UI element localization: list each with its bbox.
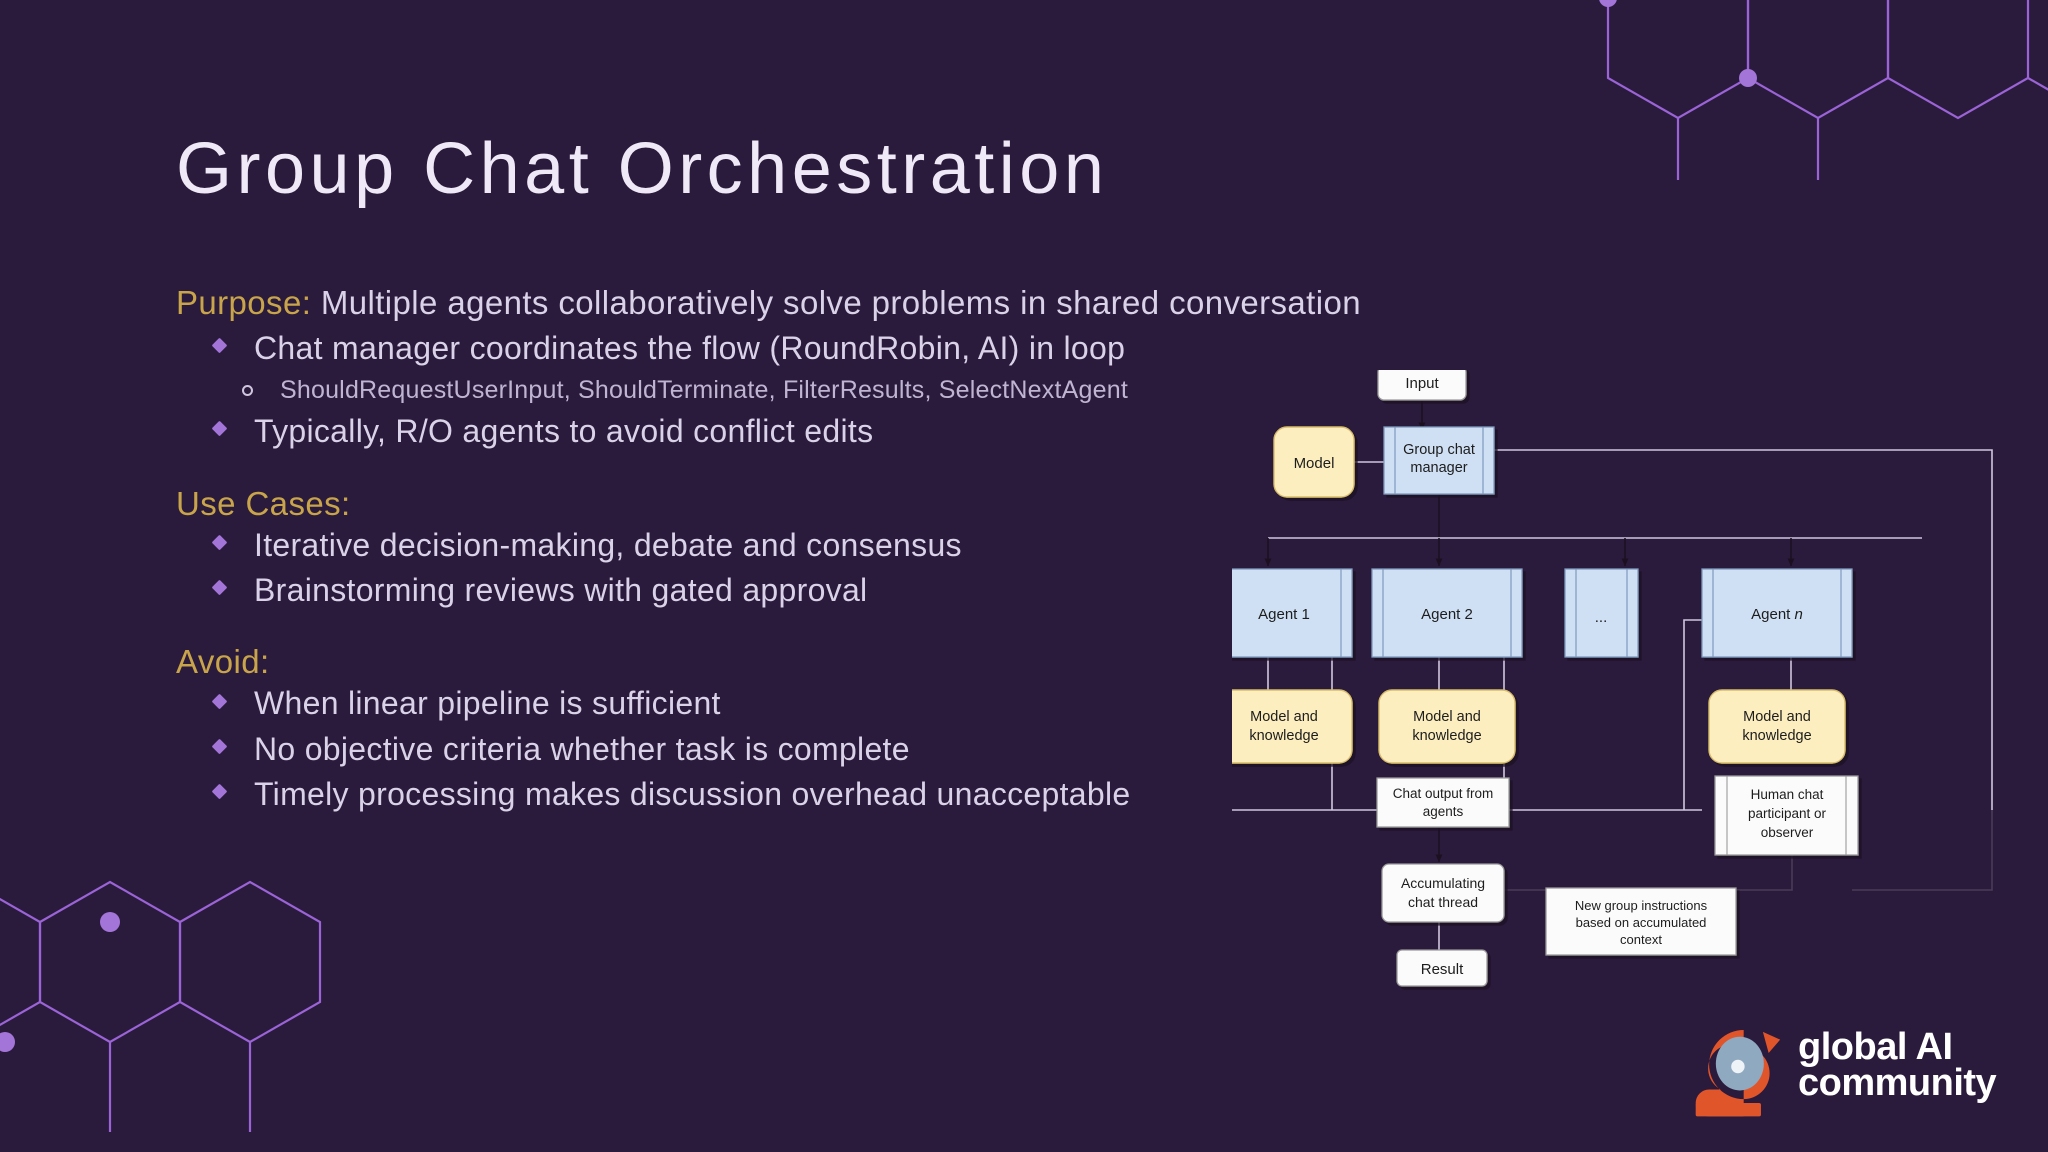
ngi-line2: based on accumulated (1576, 915, 1707, 930)
avoid-label: Avoid: (176, 643, 270, 681)
diagram-node-group-chat-manager: Group chat manager (1383, 426, 1495, 495)
mk1-line2: knowledge (1249, 728, 1318, 744)
list-item: Chat manager coordinates the flow (Round… (210, 326, 1356, 371)
human-line2: participant or (1748, 806, 1827, 821)
circle-bullet-icon (242, 384, 253, 396)
agent-n-prefix: Agent (1751, 606, 1794, 623)
diagram-label-ellipsis: ... (1595, 609, 1608, 626)
list-item: Timely processing makes discussion overh… (210, 772, 1356, 817)
diagram-label-agent-n: Agent n (1751, 606, 1803, 623)
diagram-label-manager-line1: Group chat (1403, 442, 1475, 458)
mkn-line2: knowledge (1742, 728, 1811, 744)
list-item-label: Timely processing makes discussion overh… (254, 776, 1131, 813)
hexagon-dot (1599, 0, 1617, 7)
spacer (176, 613, 1356, 643)
agent-n-suffix: n (1795, 606, 1803, 623)
purpose-label: Purpose: (176, 284, 312, 321)
diagram-label-agent-2: Agent 2 (1421, 606, 1473, 623)
ngi-line1: New group instructions (1575, 898, 1708, 913)
global-ai-community-logo: global AI community (1688, 1024, 2008, 1134)
diagram-node-human-participant: Human chat participant or observer (1714, 775, 1859, 856)
diagram-label-model: Model (1294, 455, 1335, 472)
use-cases-bullet-list: Iterative decision-making, debate and co… (176, 523, 1356, 614)
human-line3: observer (1761, 825, 1814, 840)
diagram-node-model-knowledge-1: Model and knowledge (1232, 689, 1353, 764)
diamond-bullet-icon (211, 534, 228, 550)
purpose-line: Purpose: Multiple agents collaboratively… (176, 282, 1361, 324)
list-item-label: ShouldRequestUserInput, ShouldTerminate,… (280, 375, 1128, 404)
diamond-bullet-icon (211, 338, 228, 354)
diagram-node-input: Input (1377, 370, 1467, 401)
logo-wordmark: global AI community (1798, 1028, 1997, 1104)
diamond-bullet-icon (211, 784, 228, 800)
list-item: Brainstorming reviews with gated approva… (210, 568, 1356, 613)
diagram-label-manager-line2: manager (1410, 460, 1467, 476)
mk2-line2: knowledge (1412, 728, 1481, 744)
diagram-node-agent-2: Agent 2 (1371, 568, 1523, 658)
hexagon-dot (0, 1032, 15, 1052)
hexagon-dot (1739, 69, 1757, 87)
diagram-label-result: Result (1421, 961, 1464, 978)
chat-output-line1: Chat output from (1393, 786, 1494, 801)
list-item: Iterative decision-making, debate and co… (210, 523, 1356, 568)
ngi-line3: context (1620, 932, 1662, 947)
diamond-bullet-icon (211, 693, 228, 709)
list-item: ShouldRequestUserInput, ShouldTerminate,… (236, 372, 1356, 410)
mk2-line1: Model and (1413, 709, 1481, 725)
hexagon-decoration-bottom-left (0, 880, 322, 1132)
hexagon-decoration-top-right (1599, 0, 2048, 180)
diagram-node-ellipsis: ... (1564, 568, 1639, 658)
spacer (176, 455, 1356, 485)
diagram-node-agent-n: Agent n (1701, 568, 1853, 658)
list-item-label: Brainstorming reviews with gated approva… (254, 572, 868, 609)
list-item-label: No objective criteria whether task is co… (254, 730, 910, 767)
page-title: Group Chat Orchestration (176, 129, 1109, 209)
diagram-node-model-knowledge-n: Model and knowledge (1708, 689, 1846, 764)
diagram-node-model-knowledge-2: Model and knowledge (1378, 689, 1516, 764)
list-item: No objective criteria whether task is co… (210, 727, 1356, 772)
list-item-label: Iterative decision-making, debate and co… (254, 526, 962, 563)
use-cases-label: Use Cases: (176, 484, 351, 522)
list-item: Typically, R/O agents to avoid conflict … (210, 409, 1356, 454)
purpose-text: Multiple agents collaboratively solve pr… (311, 284, 1361, 321)
chat-output-line2: agents (1423, 804, 1464, 819)
diagram-label-input: Input (1405, 375, 1439, 392)
diagram-svg: Input Model Group chat manager Agent 1 (1232, 370, 1993, 987)
group-chat-architecture-diagram: Input Model Group chat manager Agent 1 (1232, 370, 2032, 1010)
mkn-line1: Model and (1743, 709, 1811, 725)
global-ai-community-mark-icon (1695, 1030, 1781, 1117)
diagram-label-agent-1: Agent 1 (1258, 606, 1310, 623)
purpose-bullet-list-2: Typically, R/O agents to avoid conflict … (176, 409, 1356, 454)
human-line1: Human chat (1751, 787, 1824, 802)
slide-body: Purpose: Multiple agents collaboratively… (176, 282, 1361, 818)
diagram-node-chat-output: Chat output from agents (1376, 777, 1510, 828)
diagram-node-result: Result (1396, 949, 1488, 987)
diagram-node-model: Model (1273, 426, 1355, 498)
hexagon-dot (100, 912, 120, 932)
mk1-line1: Model and (1250, 709, 1318, 725)
list-item-label: Chat manager coordinates the flow (Round… (254, 330, 1126, 367)
diagram-node-new-group-instructions: New group instructions based on accumula… (1545, 887, 1737, 956)
diagram-node-agent-1: Agent 1 (1232, 568, 1353, 658)
list-item-label: When linear pipeline is sufficient (254, 685, 721, 722)
accumulating-line2: chat thread (1408, 894, 1478, 910)
diamond-bullet-icon (211, 579, 228, 596)
purpose-sub-bullet-list: ShouldRequestUserInput, ShouldTerminate,… (176, 372, 1356, 410)
list-item: When linear pipeline is sufficient (210, 681, 1356, 726)
diagram-node-accumulating-chat-thread: Accumulating chat thread (1381, 863, 1505, 923)
logo-line-1: global AI (1798, 1026, 1953, 1068)
avoid-bullet-list: When linear pipeline is sufficient No ob… (176, 681, 1356, 817)
purpose-bullet-list: Chat manager coordinates the flow (Round… (176, 326, 1356, 371)
list-item-label: Typically, R/O agents to avoid conflict … (254, 413, 874, 450)
diamond-bullet-icon (211, 738, 228, 755)
accumulating-line1: Accumulating (1401, 875, 1485, 891)
diamond-bullet-icon (211, 420, 228, 437)
logo-line-2: community (1798, 1061, 1997, 1104)
